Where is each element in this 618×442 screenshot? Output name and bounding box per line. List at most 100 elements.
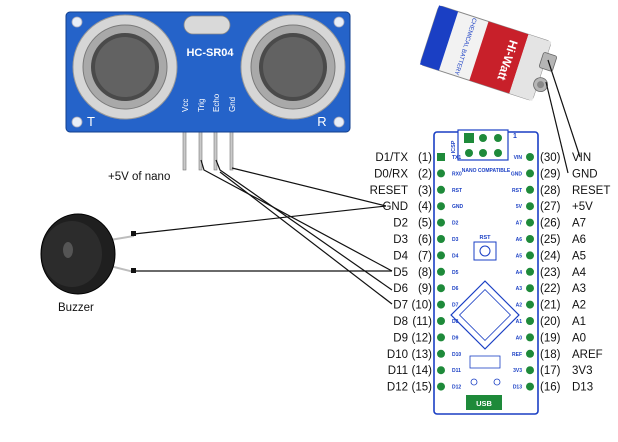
nano-right-silk-label: A7 <box>516 221 523 227</box>
nano-badge-label: NANO COMPATIBLE <box>462 168 511 174</box>
sensor-pin-echo-label: Echo <box>212 93 221 112</box>
nano-right-silk-label: A4 <box>516 270 523 276</box>
nano-left-pad <box>437 349 445 358</box>
usb-label: USB <box>476 399 492 408</box>
nano-left-pin-number: (15) <box>412 382 433 394</box>
nano-left-pad <box>437 251 445 260</box>
reset-button <box>473 241 497 261</box>
nano-right-pin-name: A1 <box>572 316 586 328</box>
nano-right-pin-number: (22) <box>540 283 561 295</box>
nano-right-pad <box>526 185 534 194</box>
nano-right-pin-number: (28) <box>540 185 561 197</box>
nano-right-pad <box>526 366 534 375</box>
nano-left-pin-number: (9) <box>418 283 432 295</box>
nano-right-pad <box>526 153 534 161</box>
nano-left-pin-name: D12 <box>387 382 408 394</box>
nano-right-silk-label: D13 <box>513 385 522 391</box>
nano-right-pin-name: D13 <box>572 382 593 394</box>
header-number-label: 1 <box>513 133 517 140</box>
wire-battery-vin <box>547 59 581 158</box>
nano-left-pin-name: D11 <box>388 365 408 377</box>
nano-left-pin-number: (1) <box>418 152 432 164</box>
nano-left-silk-label: RX0 <box>452 171 462 177</box>
nano-left-pad <box>437 366 445 375</box>
nano-right-pad <box>526 300 534 309</box>
nano-right-silk-label: A2 <box>516 303 523 309</box>
nano-left-pad <box>437 382 445 391</box>
sensor-pin-gnd-label: Gnd <box>228 97 237 112</box>
buzzer-gnd-joint <box>131 231 136 236</box>
nano-right-pad <box>526 235 534 243</box>
sensor-pin-vcc-label: Vcc <box>181 99 190 112</box>
nano-right-pad <box>526 333 534 342</box>
nano-right-pin-number: (26) <box>540 218 561 230</box>
nano-left-pad <box>437 300 445 309</box>
nano-left-pin-name: D3 <box>393 234 408 246</box>
nano-left-pin-number: (11) <box>412 316 432 328</box>
nano-left-pin-name: D9 <box>393 332 408 344</box>
nano-right-silk-label: 5V <box>516 204 523 210</box>
nano-left-pin-number: (8) <box>418 267 432 279</box>
nano-right-pin-labels: (30)VIN(29)GND(28)RESET(27)+5V(26)A7(25)… <box>540 152 610 394</box>
nano-right-pin-number: (19) <box>540 332 561 344</box>
nano-right-silk-label: A3 <box>516 286 523 292</box>
nano-left-pad <box>437 333 445 342</box>
reset-silk-label: RST <box>480 235 492 241</box>
nano-left-silk-label: TX1 <box>452 155 461 161</box>
nano-right-pin-number: (21) <box>540 300 561 312</box>
nano-left-pin-name: D1/TX <box>375 152 408 164</box>
nano-left-pin-number: (12) <box>412 332 433 344</box>
nano-right-pin-name: A2 <box>572 300 586 312</box>
nano-left-silk-label: GND <box>452 204 464 210</box>
sensor-pin-trig-label: Trig <box>197 99 206 112</box>
nano-left-pin-name: GND <box>382 201 408 213</box>
sensor-corner-right: R <box>317 114 326 129</box>
wire-sensor-gnd <box>231 167 387 207</box>
nano-left-pin-name: D7 <box>393 300 408 312</box>
icsp-pins <box>464 133 502 157</box>
nano-right-silk-label: A6 <box>516 237 523 243</box>
wire-echo-d7 <box>219 171 393 305</box>
wires <box>131 59 581 305</box>
nano-right-silk-label: GND <box>511 171 523 177</box>
nano-left-pad <box>437 202 445 211</box>
nano-right-pin-name: RESET <box>572 185 610 197</box>
nano-right-pin-name: A3 <box>572 283 586 295</box>
nano-left-pin-number: (7) <box>418 250 432 262</box>
transducer-left <box>72 14 178 120</box>
nano-left-silk-label: D3 <box>452 237 459 243</box>
nano-right-pin-number: (25) <box>540 234 561 246</box>
nano-left-silk-label: D12 <box>452 385 461 391</box>
wire-battery-gnd <box>545 81 569 174</box>
nano-right-pin-name: GND <box>572 168 598 180</box>
nano-right-pin-number: (20) <box>540 316 561 328</box>
vcc-note-label: +5V of nano <box>108 171 170 183</box>
nano-right-pin-name: A6 <box>572 234 586 246</box>
nano-left-pin-number: (10) <box>412 300 433 312</box>
nano-right-pin-number: (16) <box>540 382 561 394</box>
nano-right-pad <box>526 267 534 276</box>
nano-right-pin-name: A5 <box>572 250 586 262</box>
nano-left-pad <box>437 284 445 293</box>
nano-left-pin-name: D4 <box>393 250 408 262</box>
nano-right-pad <box>526 251 534 260</box>
nano-right-pin-number: (30) <box>540 152 561 164</box>
nano-right-pad <box>526 382 534 391</box>
nano-right-silk-label: VIN <box>514 155 523 161</box>
nano-right-silk-label: A5 <box>516 253 523 259</box>
nano-right-pad <box>526 202 534 211</box>
nano-left-silk-label: D11 <box>452 368 461 374</box>
nano-left-silk-label: D6 <box>452 286 459 292</box>
nano-left-pin-number: (2) <box>418 168 432 180</box>
crystal-oscillator <box>183 15 231 35</box>
nano-right-pad <box>526 317 534 325</box>
nano-left-pad <box>437 267 445 276</box>
nano-pcb-outline <box>433 131 539 415</box>
nano-right-silk-label: A0 <box>516 335 523 341</box>
nano-right-pin-number: (17) <box>540 365 561 377</box>
nano-left-pin-number: (6) <box>418 234 432 246</box>
nano-right-silk-label: A1 <box>516 319 523 325</box>
battery-9v: Hi-Watt CHEMICAL BATTERY <box>419 5 557 101</box>
nano-right-pin-name: AREF <box>572 349 603 361</box>
